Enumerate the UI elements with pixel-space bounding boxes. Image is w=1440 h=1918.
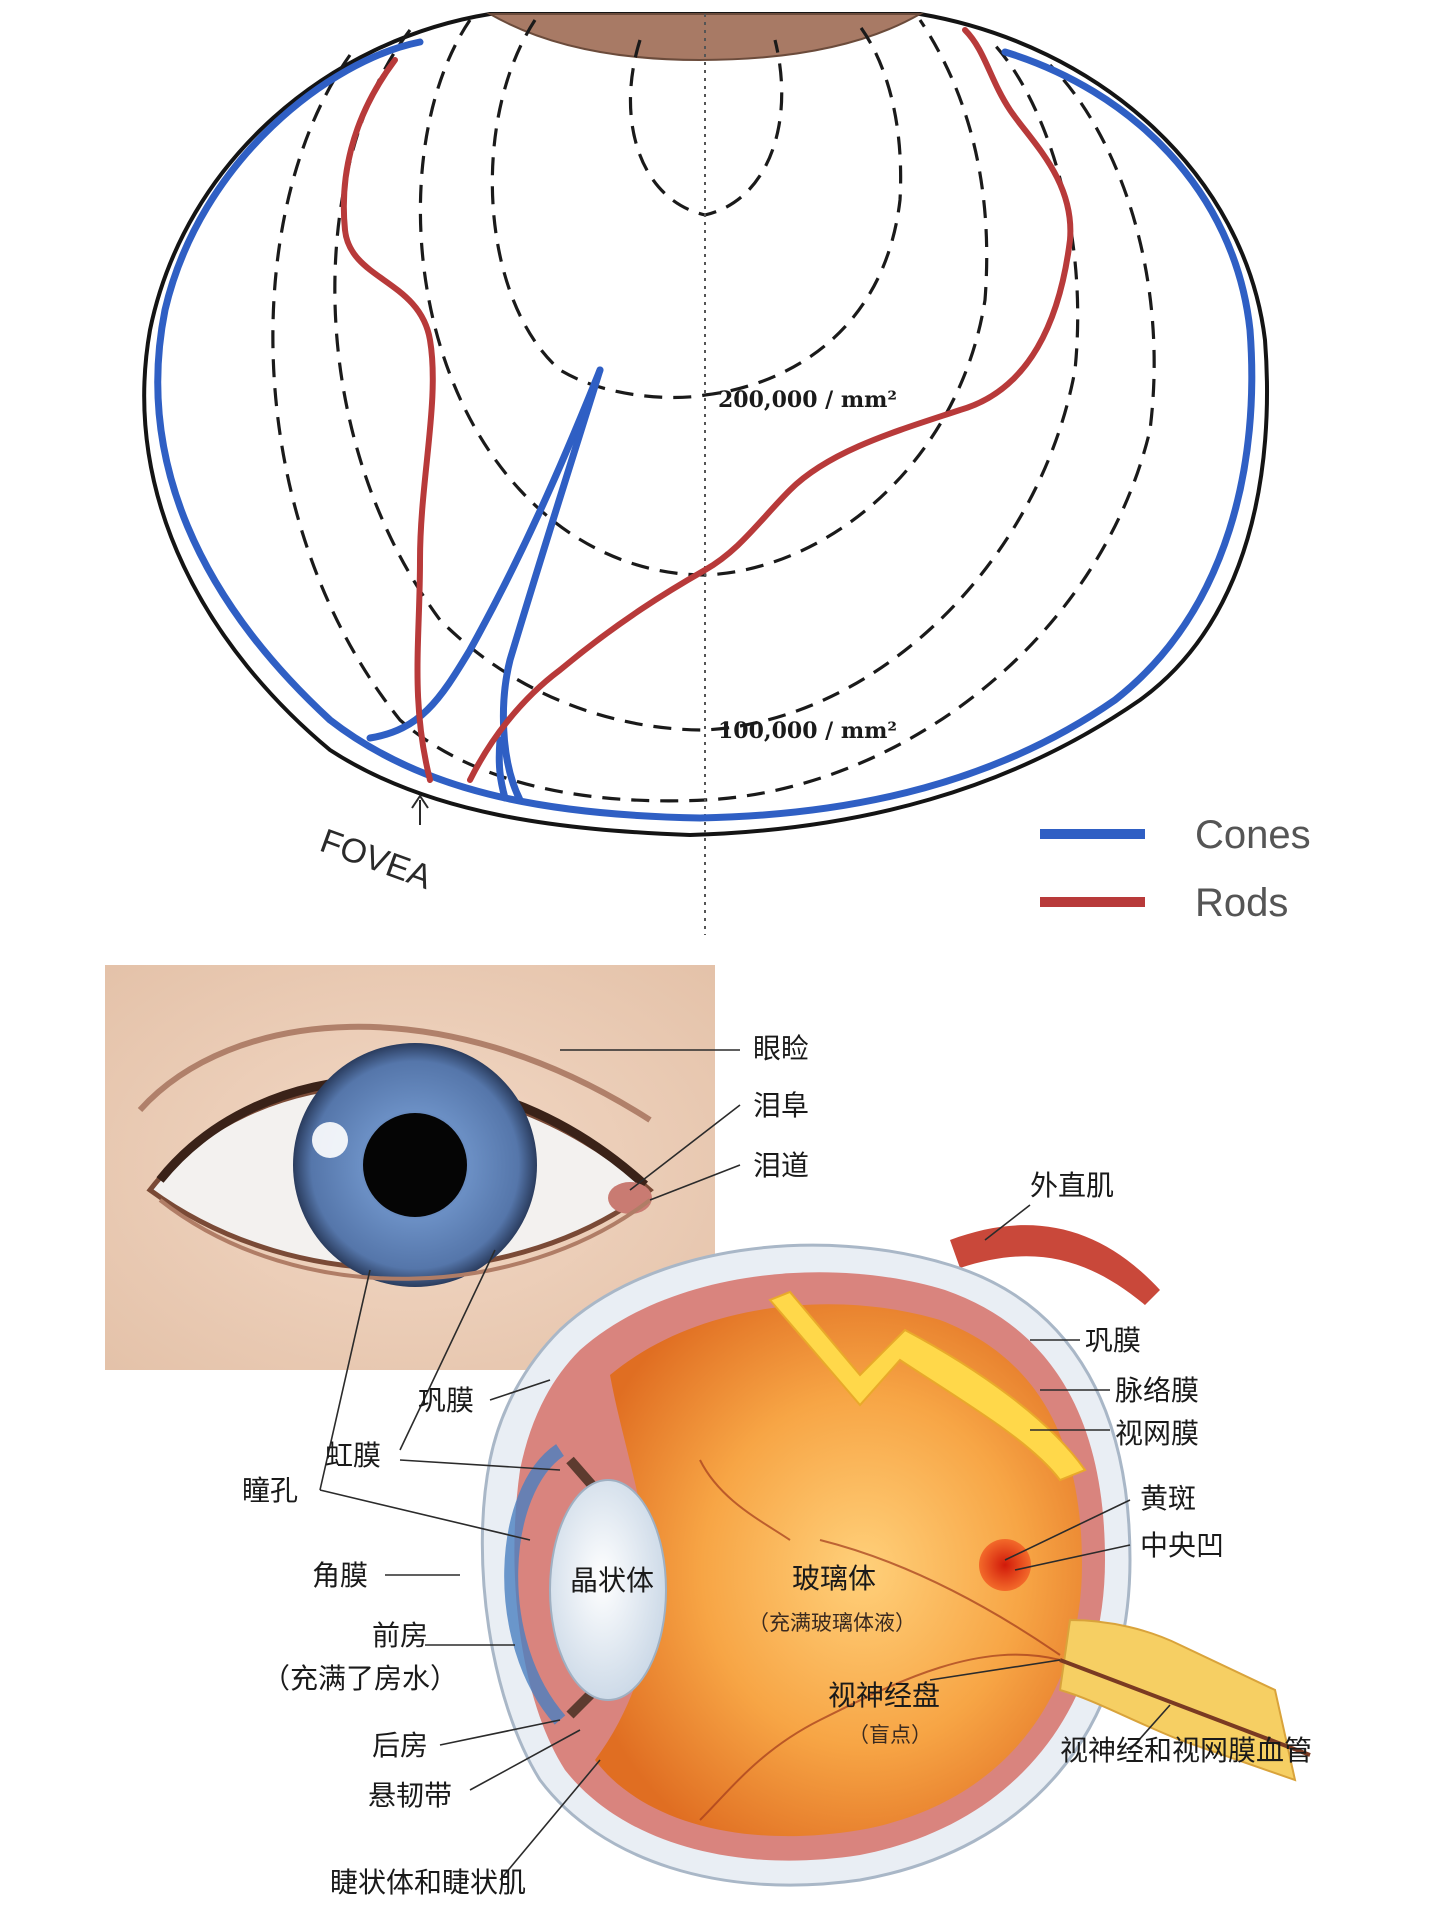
leader-lines bbox=[319, 1049, 1171, 1881]
label-anterior-chamber: 前房 bbox=[372, 1619, 428, 1652]
label-lacrimal-duct: 泪道 bbox=[753, 1149, 809, 1182]
legend-rods-label: Rods bbox=[1195, 881, 1288, 925]
label-vitreous: 玻璃体 bbox=[792, 1562, 876, 1595]
anatomy-labels: 眼睑 泪阜 泪道 外直肌 巩膜 脉络膜 视网膜 黄斑 中央凹 巩膜 虹膜 瞳孔 … bbox=[242, 1032, 1312, 1899]
density-label-100k: 100,000 / mm² bbox=[718, 718, 897, 744]
pupil bbox=[363, 1113, 467, 1217]
rods-curve bbox=[340, 27, 1074, 783]
retina-density-diagram: 200,000 / mm² 100,000 / mm² FOVEA Cones … bbox=[142, 12, 1311, 935]
label-macula: 黄斑 bbox=[1140, 1482, 1196, 1515]
label-optic-disc: 视神经盘 bbox=[828, 1679, 940, 1712]
label-sclera-right: 巩膜 bbox=[1085, 1324, 1141, 1357]
watermark: 知乎 @无语伦陷 bbox=[1070, 1824, 1363, 1870]
label-optic-disc-note: （盲点） bbox=[848, 1723, 932, 1747]
caruncle bbox=[608, 1182, 652, 1214]
label-eyelid: 眼睑 bbox=[753, 1032, 809, 1065]
optic-nerve bbox=[1058, 1618, 1297, 1782]
label-posterior-chamber: 后房 bbox=[372, 1729, 428, 1762]
label-retina: 视网膜 bbox=[1115, 1417, 1199, 1450]
iris-highlight bbox=[312, 1122, 348, 1158]
label-ciliary: 睫状体和睫状肌 bbox=[330, 1866, 526, 1899]
lens bbox=[549, 1479, 667, 1701]
label-lacrimal-caruncle: 泪阜 bbox=[753, 1089, 809, 1122]
fovea-label: FOVEA bbox=[315, 822, 437, 897]
retina-band bbox=[768, 1290, 1087, 1482]
label-anterior-chamber-note: （充满了房水） bbox=[262, 1662, 458, 1695]
label-cornea: 角膜 bbox=[312, 1559, 368, 1592]
label-zonule: 悬韧带 bbox=[368, 1779, 452, 1812]
legend: Cones Rods bbox=[1040, 813, 1311, 925]
macula bbox=[979, 1539, 1031, 1591]
vitreous-body bbox=[595, 1304, 1082, 1837]
label-pupil: 瞳孔 bbox=[242, 1474, 298, 1507]
retina-outline bbox=[142, 12, 1269, 838]
label-vitreous-note: （充满玻璃体液） bbox=[748, 1611, 916, 1635]
label-lateral-rectus: 外直肌 bbox=[1030, 1169, 1114, 1202]
legend-cones-label: Cones bbox=[1195, 813, 1311, 857]
cones-curve bbox=[154, 38, 1256, 822]
label-iris: 虹膜 bbox=[325, 1439, 381, 1472]
lateral-rectus-muscle bbox=[950, 1225, 1160, 1305]
label-sclera-left: 巩膜 bbox=[418, 1384, 474, 1417]
optic-cap bbox=[486, 13, 924, 62]
label-choroid: 脉络膜 bbox=[1115, 1374, 1199, 1407]
density-label-200k: 200,000 / mm² bbox=[718, 387, 897, 413]
density-contours bbox=[271, 18, 1156, 803]
fovea-pointer: FOVEA bbox=[315, 794, 437, 897]
eye-cross-section bbox=[480, 1225, 1311, 1887]
label-fovea-cn: 中央凹 bbox=[1140, 1529, 1224, 1562]
cornea bbox=[504, 1444, 566, 1725]
label-lens: 晶状体 bbox=[570, 1564, 654, 1597]
label-optic-nerve: 视神经和视网膜血管 bbox=[1060, 1734, 1312, 1767]
